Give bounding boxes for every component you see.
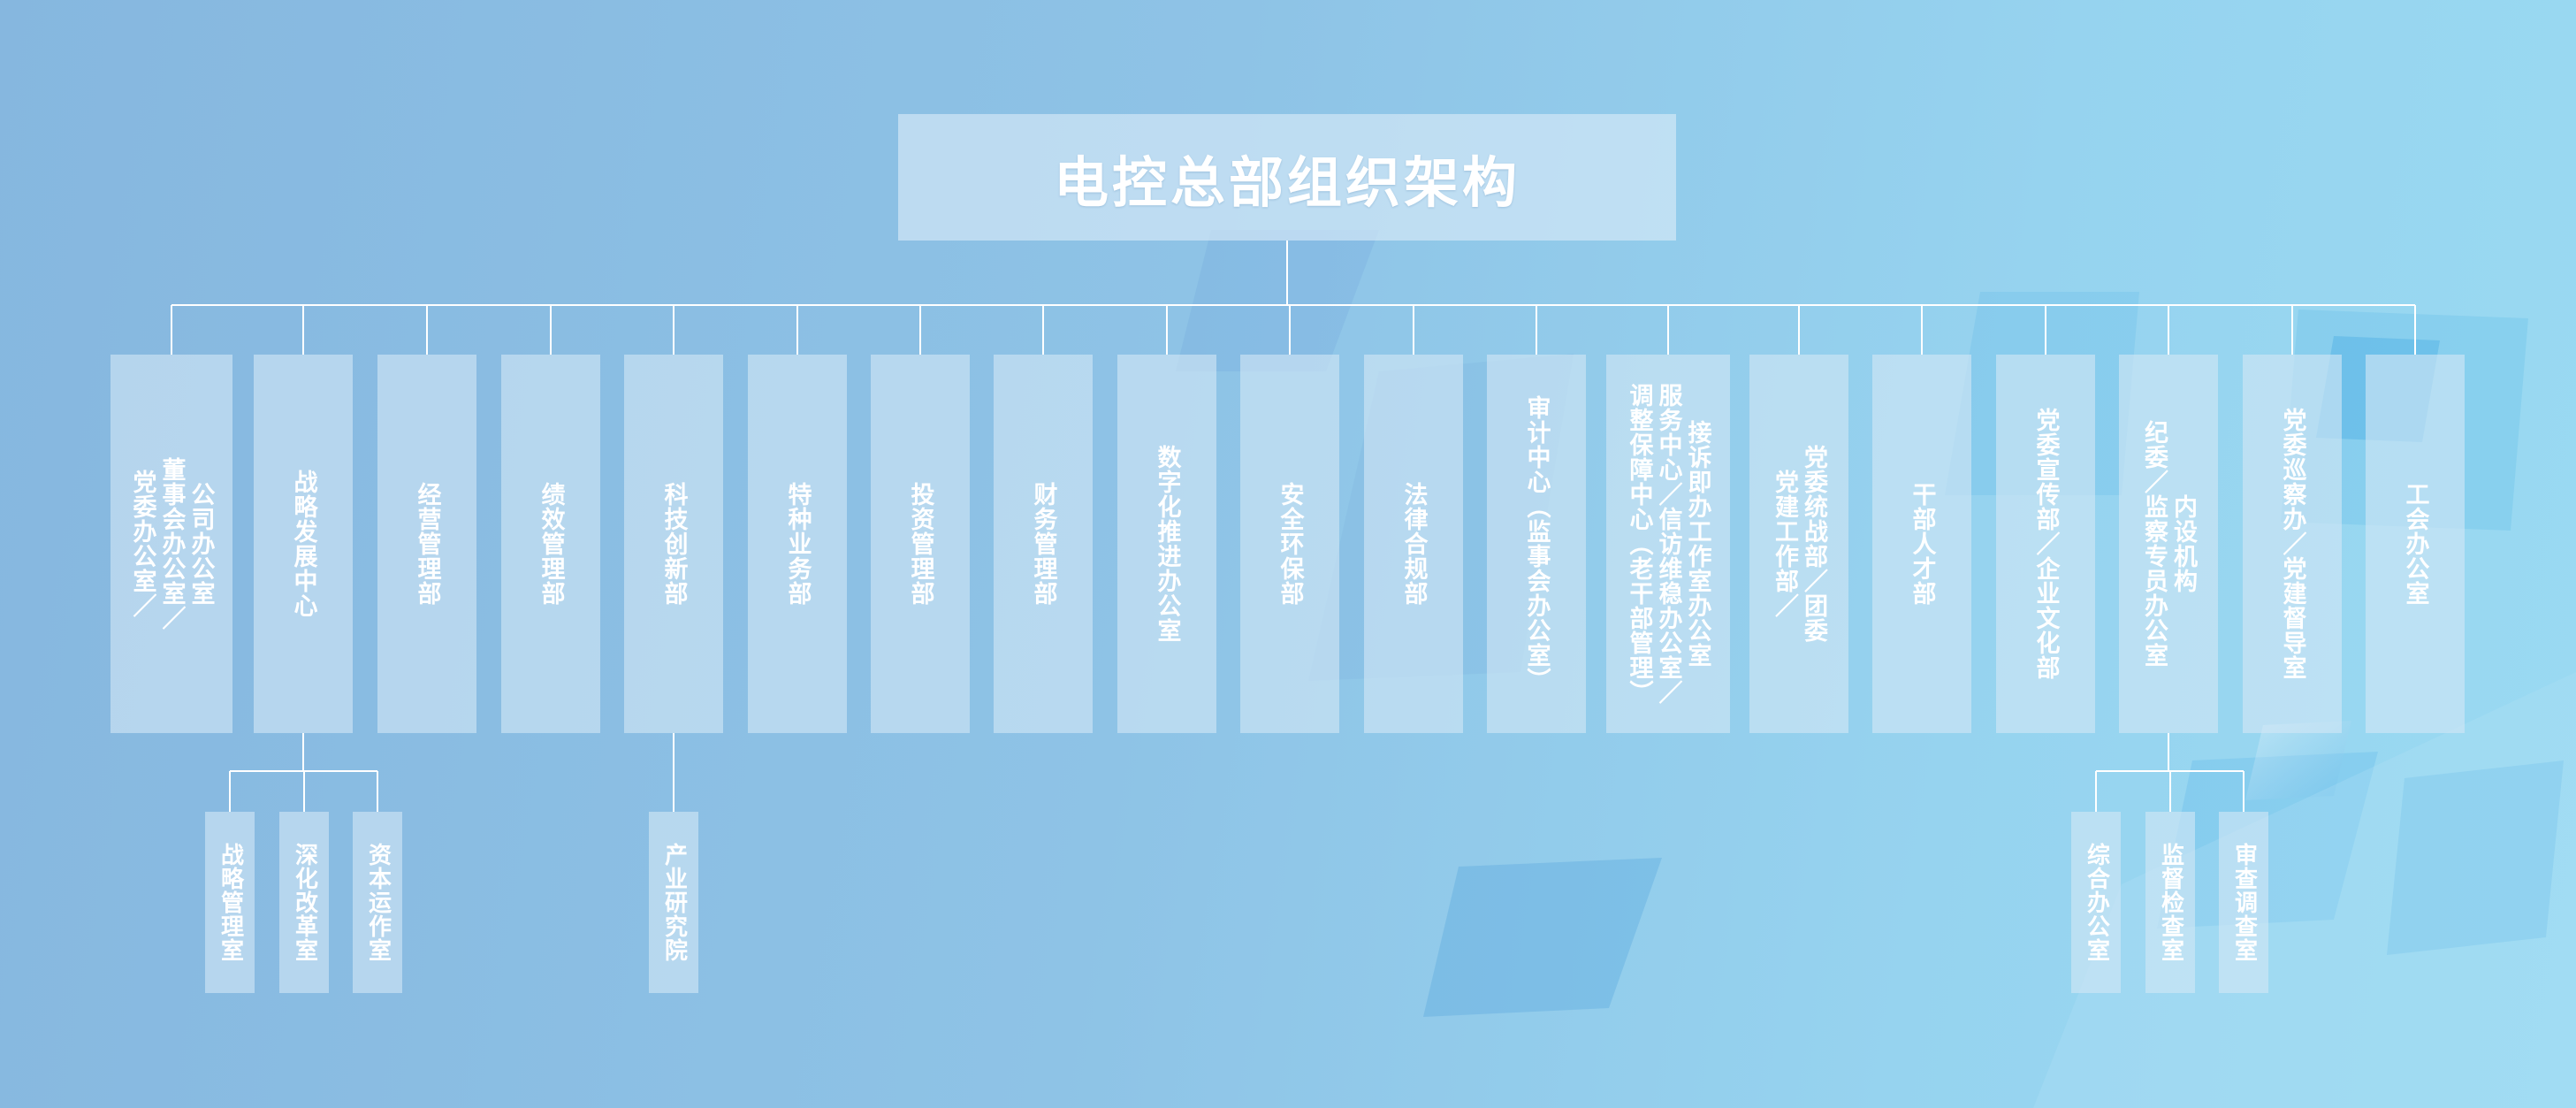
department-box: 党委巡察办／党建督导室 [2243,355,2342,733]
department-box: 接诉即办工作室办公室服务中心／信访维稳办公室／调整保障中心（老干部管理） [1606,355,1730,733]
department-box: 公司办公室董事会办公室／党委办公室／ [111,355,232,733]
department-label: 党委统战部／团委 [1800,445,1827,643]
department-label: 战略发展中心 [289,470,317,618]
department-box: 内设机构纪委／监察专员办公室 [2119,355,2218,733]
sub-unit-box: 综合办公室 [2071,812,2121,993]
department-label: 干部人才部 [1908,482,1936,606]
department-label: 党建工作部／ [1771,470,1798,618]
department-label: 数字化推进办公室 [1153,445,1181,643]
department-label: 党委办公室／ [128,470,156,618]
department-label: 内设机构 [2169,494,2197,593]
department-label: 科技创新部 [659,482,688,606]
sub-unit-label: 产业研究院 [660,843,688,962]
department-label: 投资管理部 [906,482,934,606]
department-box: 财务管理部 [994,355,1093,733]
department-box: 科技创新部 [624,355,723,733]
department-box: 绩效管理部 [501,355,600,733]
department-label: 党委巡察办／党建督导室 [2278,408,2306,680]
chart-title-box: 电控总部组织架构 [898,114,1676,241]
department-box: 审计中心（监事会办公室） [1487,355,1586,733]
department-box: 法律合规部 [1364,355,1463,733]
department-box: 干部人才部 [1872,355,1971,733]
sub-unit-box: 监督检查室 [2145,812,2195,993]
department-box: 工会办公室 [2366,355,2465,733]
department-label: 董事会办公室／ [157,457,186,630]
department-label: 接诉即办工作室办公室 [1683,420,1711,668]
department-label: 经营管理部 [413,482,441,606]
sub-unit-box: 战略管理室 [205,812,255,993]
department-box: 投资管理部 [871,355,970,733]
department-label: 调整保障中心（老干部管理） [1625,383,1653,705]
sub-unit-box: 资本运作室 [353,812,402,993]
sub-unit-box: 产业研究院 [649,812,698,993]
sub-unit-label: 监督检查室 [2157,843,2184,962]
sub-unit-box: 深化改革室 [279,812,329,993]
sub-unit-label: 审查调查室 [2230,843,2258,962]
department-box: 安全环保部 [1240,355,1339,733]
sub-unit-box: 审查调查室 [2219,812,2268,993]
department-label: 特种业务部 [783,482,812,606]
department-label: 安全环保部 [1276,482,1304,606]
department-label: 公司办公室 [187,482,215,606]
department-label: 工会办公室 [2401,482,2429,606]
sub-unit-label: 资本运作室 [364,843,392,962]
department-box: 经营管理部 [377,355,476,733]
department-box: 战略发展中心 [254,355,353,733]
department-box: 党委统战部／团委党建工作部／ [1749,355,1848,733]
department-box: 特种业务部 [748,355,847,733]
department-label: 财务管理部 [1029,482,1057,606]
department-box: 数字化推进办公室 [1117,355,1216,733]
department-label: 纪委／监察专员办公室 [2140,420,2168,668]
department-label: 审计中心（监事会办公室） [1522,395,1551,692]
sub-unit-label: 综合办公室 [2083,843,2110,962]
department-label: 法律合规部 [1399,482,1428,606]
department-label: 绩效管理部 [537,482,565,606]
department-label: 党委宣传部／企业文化部 [2031,408,2060,680]
chart-title: 电控总部组织架构 [1053,149,1520,215]
sub-unit-label: 深化改革室 [291,843,318,962]
sub-unit-label: 战略管理室 [217,843,244,962]
department-label: 服务中心／信访维稳办公室／ [1654,383,1682,705]
department-box: 党委宣传部／企业文化部 [1996,355,2095,733]
